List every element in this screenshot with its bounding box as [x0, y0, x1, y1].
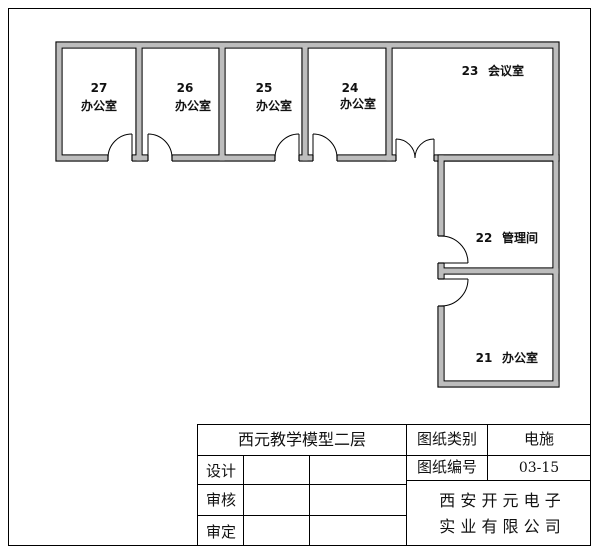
review-label: 审核: [206, 491, 236, 509]
room-21-name: 办公室: [502, 350, 538, 365]
approve-label: 审定: [206, 523, 236, 541]
wall-fill: [56, 42, 559, 387]
room-27-number: 27: [91, 81, 108, 95]
room-24-name: 办公室: [340, 96, 376, 111]
drawing-type-value: 电施: [524, 430, 554, 448]
title-block: [197, 424, 591, 546]
room-23-name: 会议室: [488, 63, 524, 78]
drawing-number-value: 03-15: [519, 460, 559, 476]
drawing-type-label: 图纸类别: [417, 430, 477, 448]
door-openings: [108, 154, 445, 306]
room-22-name: 管理间: [502, 230, 538, 245]
room-26-number: 26: [177, 81, 194, 95]
room-24-number: 24: [342, 81, 359, 95]
drawing-title: 西元教学模型二层: [238, 430, 366, 449]
title-block-text: 西元教学模型二层 图纸类别 电施 图纸编号 03-15 设计 审核 审定 西 安…: [206, 430, 561, 541]
room-25-name: 办公室: [256, 98, 292, 113]
company-line1: 西 安 开 元 电 子: [439, 491, 560, 510]
design-label: 设计: [206, 462, 236, 480]
drawing-number-label: 图纸编号: [417, 458, 477, 476]
room-26-name: 办公室: [175, 98, 211, 113]
room-21-number: 21: [476, 351, 493, 365]
door-swings: [107, 133, 469, 307]
door-jambs: [107, 155, 444, 307]
walls: [55, 41, 560, 388]
company-line2: 实 业 有 限 公 司: [439, 517, 560, 536]
room-27-name: 办公室: [81, 98, 117, 113]
room-22-number: 22: [476, 231, 493, 245]
room-23-number: 23: [462, 64, 479, 78]
room-labels: 27 办公室 26 办公室 25 办公室 24 办公室 23 会议室 22 管理…: [81, 63, 538, 365]
room-25-number: 25: [256, 81, 273, 95]
